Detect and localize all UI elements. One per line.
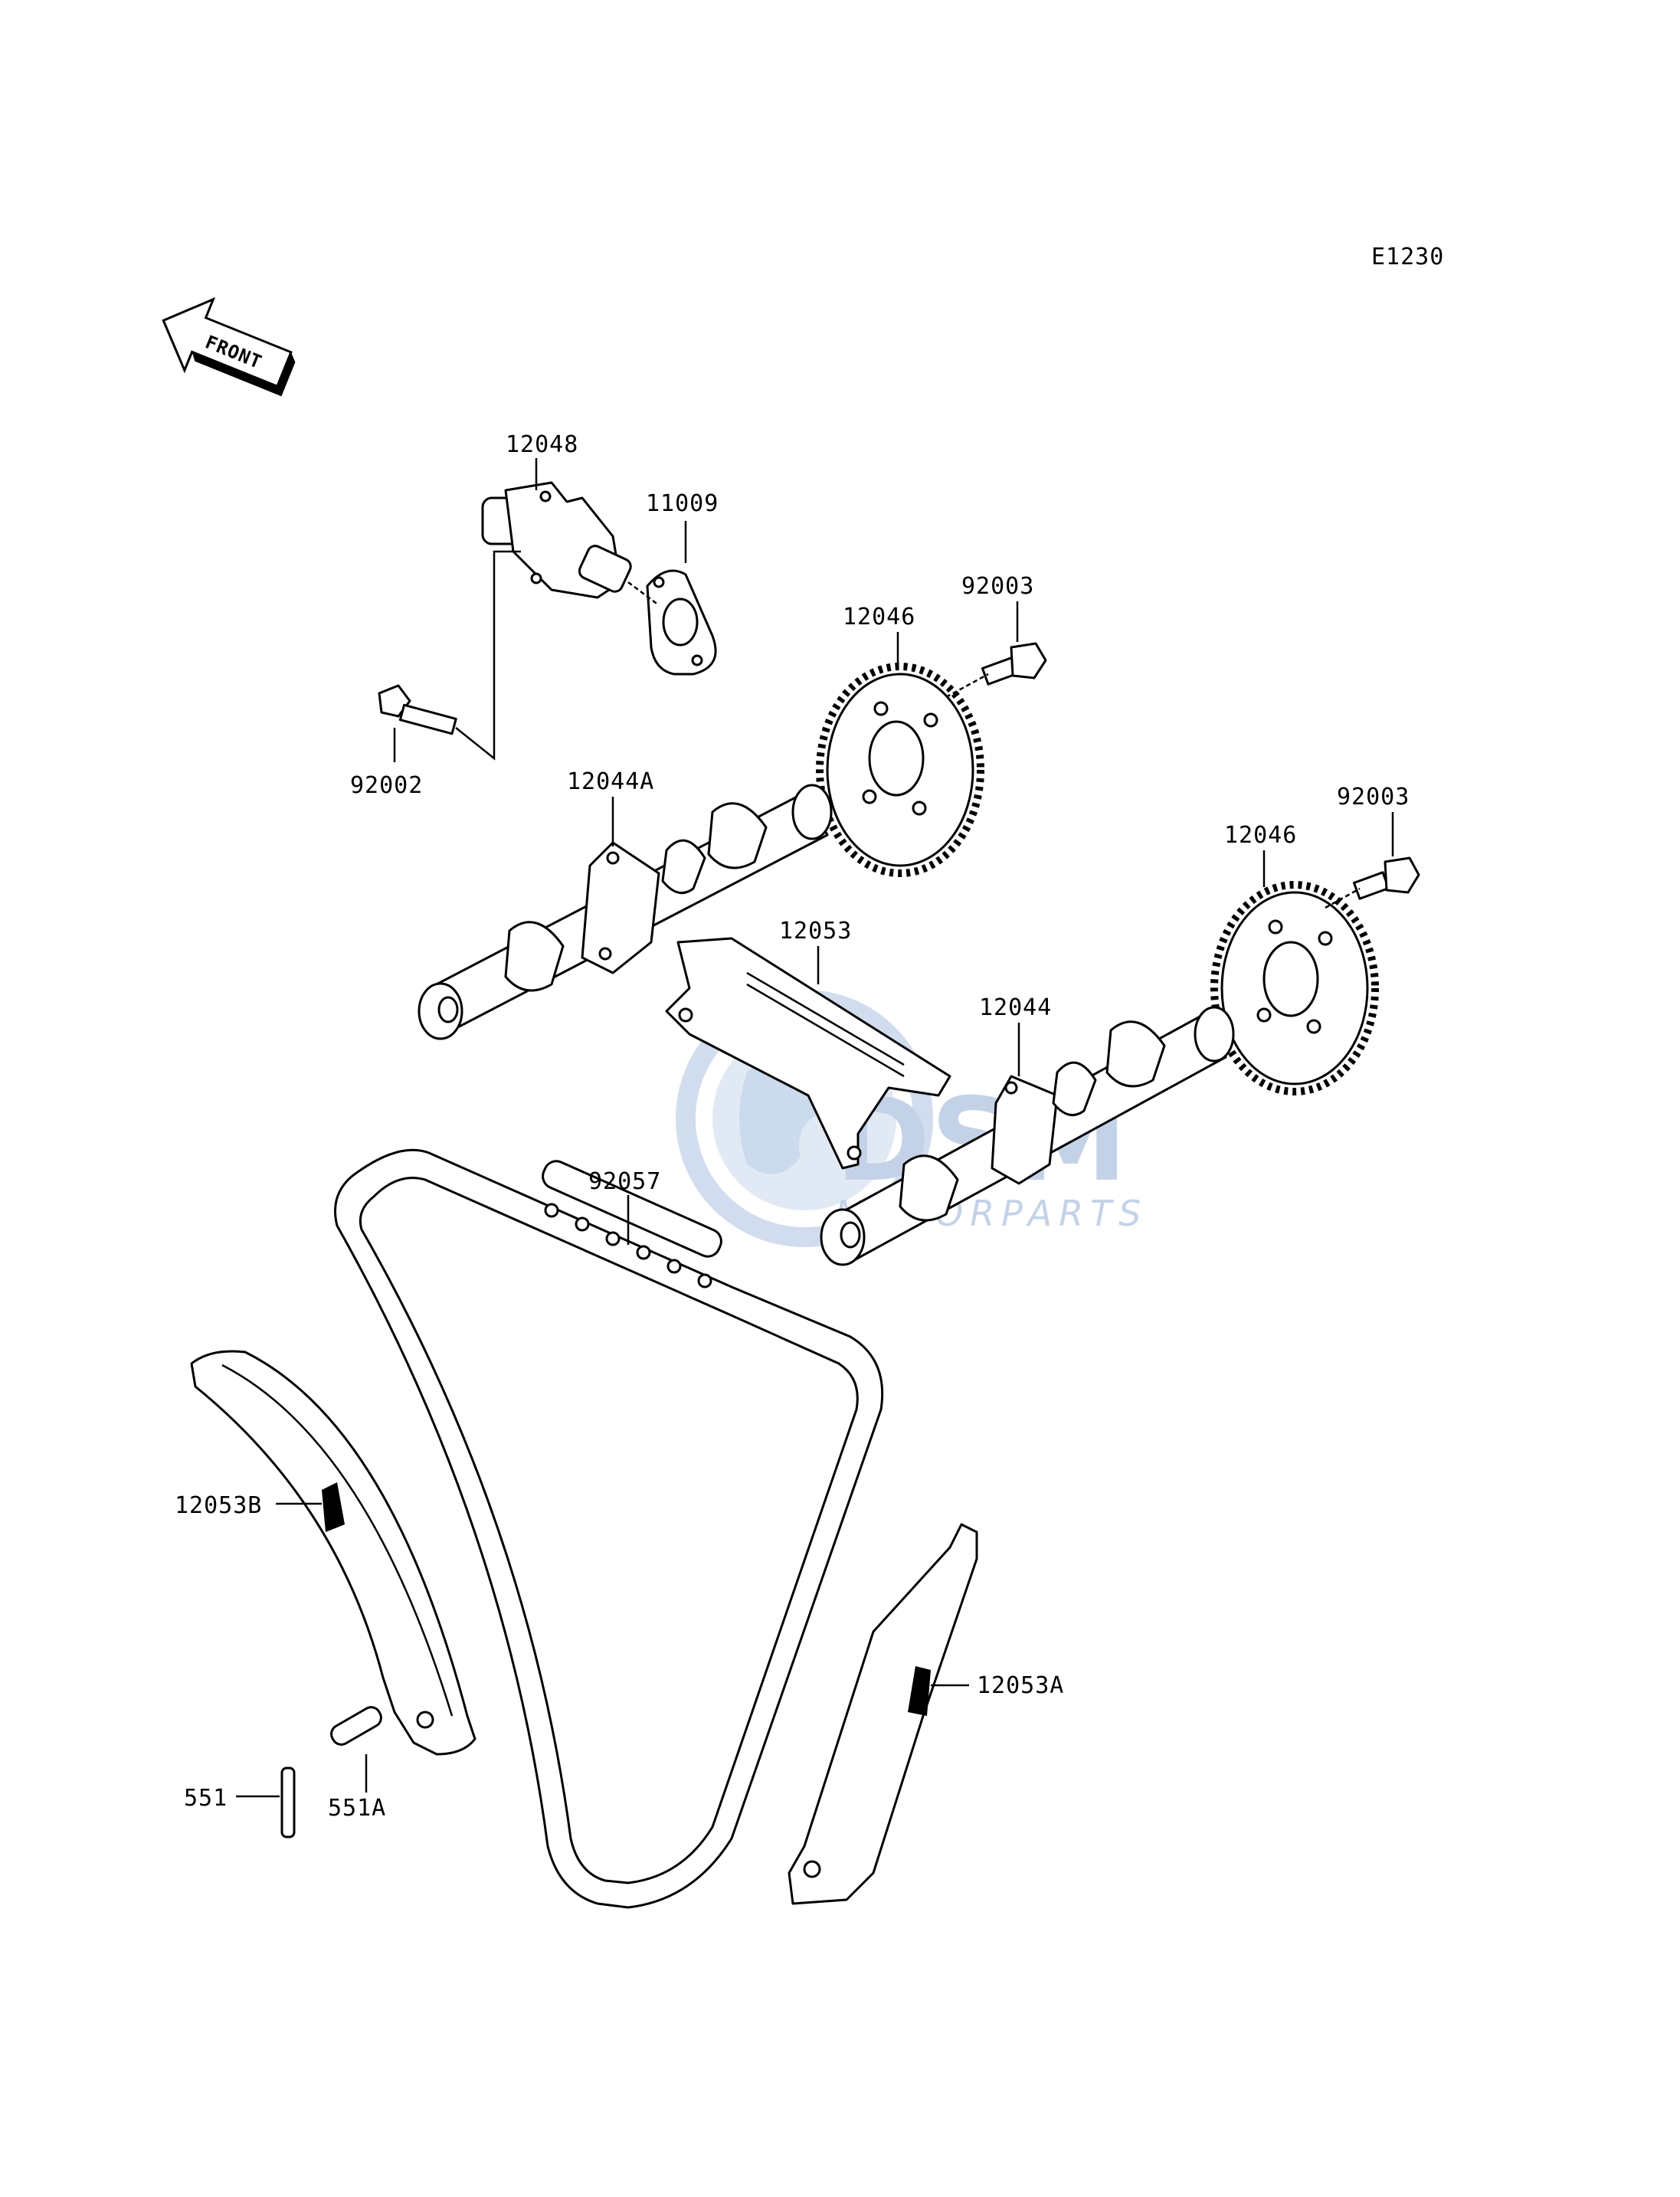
callout-12044: 12044 bbox=[979, 994, 1052, 1021]
bolt-92003-b bbox=[1352, 856, 1420, 900]
callout-12046-b: 12046 bbox=[1224, 822, 1297, 849]
front-arrow-icon: FRONT bbox=[162, 296, 296, 397]
callout-12053b: 12053B bbox=[175, 1492, 262, 1519]
tensioner-guide bbox=[190, 1350, 476, 1756]
callout-92003-b: 92003 bbox=[1337, 784, 1410, 810]
callout-551a: 551A bbox=[328, 1795, 386, 1822]
callout-12044a: 12044A bbox=[567, 768, 654, 795]
callout-92003-a: 92003 bbox=[961, 573, 1034, 600]
tensioner bbox=[481, 481, 632, 599]
camshaft-12044a bbox=[418, 784, 833, 1040]
bolt-92002 bbox=[378, 684, 457, 735]
sprocket-a bbox=[816, 663, 984, 877]
callout-92057: 92057 bbox=[588, 1168, 661, 1195]
callout-12046-a: 12046 bbox=[843, 604, 915, 630]
gasket bbox=[646, 569, 717, 676]
callout-12048: 12048 bbox=[506, 431, 578, 458]
callout-92002: 92002 bbox=[350, 772, 423, 799]
camshaft-12044 bbox=[820, 1006, 1235, 1266]
chain-guide-top bbox=[665, 937, 951, 1170]
callout-11009: 11009 bbox=[646, 490, 719, 517]
pin-551 bbox=[280, 1766, 296, 1838]
rear-guide bbox=[788, 1523, 978, 1905]
bolt-92003-a bbox=[981, 642, 1047, 686]
cam-chain bbox=[334, 1148, 884, 1909]
sprocket-b bbox=[1210, 881, 1379, 1095]
callout-12053: 12053 bbox=[779, 918, 852, 945]
dowel-pin-551a bbox=[330, 1706, 382, 1746]
chain-links bbox=[542, 1160, 722, 1288]
diagram-code: E1230 bbox=[1371, 244, 1444, 270]
callout-551: 551 bbox=[184, 1785, 228, 1812]
callout-12053a: 12053A bbox=[977, 1672, 1064, 1699]
